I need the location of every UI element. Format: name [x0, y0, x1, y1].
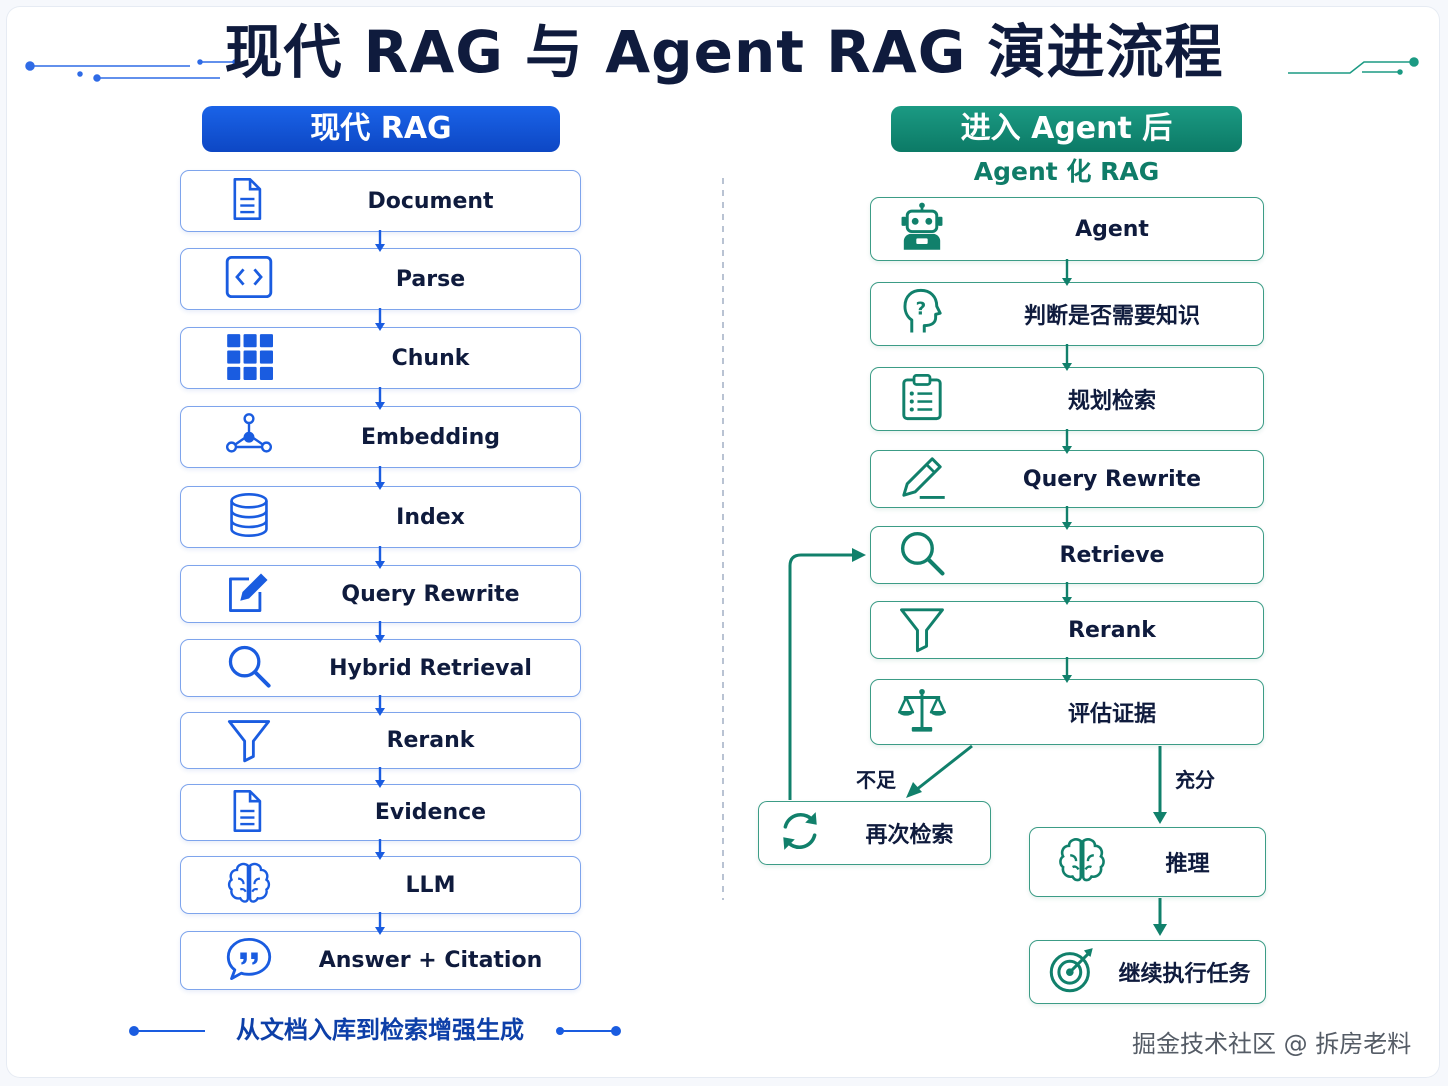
retry-loop-arrow-head	[852, 548, 866, 562]
question-head-icon: ?	[897, 287, 947, 341]
step-label: Retrieve	[1059, 542, 1165, 568]
step-label: Agent	[1075, 216, 1149, 242]
retry-retrieval-node: 再次检索	[758, 801, 991, 865]
left-step-document: Document	[180, 170, 581, 232]
reasoning-node: 推理	[1029, 827, 1266, 897]
left-flow-arrow-head	[375, 927, 385, 935]
brain-icon	[1056, 834, 1108, 890]
left-flow-arrow-head	[375, 635, 385, 643]
step-label: Query Rewrite	[341, 581, 520, 607]
continue-task-node: 继续执行任务	[1029, 940, 1266, 1004]
reason-to-continue-arrow-head	[1153, 924, 1167, 936]
insufficient-branch-arrow-head	[906, 782, 922, 798]
search-icon	[897, 528, 947, 582]
sufficient-branch-arrow-head	[1153, 812, 1167, 824]
left-step-answer-citation: Answer + Citation	[180, 931, 581, 990]
scale-icon	[897, 685, 947, 739]
filter-icon	[225, 715, 273, 767]
step-label: 继续执行任务	[1118, 962, 1251, 987]
step-label: 规划检索	[1067, 389, 1156, 414]
left-step-llm: LLM	[180, 856, 581, 914]
edit-icon	[225, 568, 273, 620]
refresh-icon	[777, 808, 823, 858]
right-flow-arrow-head	[1062, 522, 1072, 530]
target-icon	[1048, 946, 1096, 998]
quote-bubble-icon	[225, 935, 273, 987]
left-step-chunk: Chunk	[180, 327, 581, 389]
grid-icon	[225, 332, 273, 384]
pencil-icon	[897, 452, 947, 506]
step-label: Embedding	[360, 424, 501, 450]
code-icon	[225, 253, 273, 305]
robot-icon	[897, 202, 947, 256]
search-icon	[225, 642, 273, 694]
left-flow-arrow-head	[375, 244, 385, 252]
left-flow-arrow-head	[375, 852, 385, 860]
left-flow-arrow-head	[375, 780, 385, 788]
page-title: 现代 RAG 与 Agent RAG 演进流程	[224, 18, 1224, 86]
step-label: Parse	[395, 266, 466, 292]
left-step-index: Index	[180, 486, 581, 548]
document-icon	[225, 175, 273, 227]
step-label: Hybrid Retrieval	[329, 655, 532, 681]
step-label: Chunk	[391, 345, 470, 371]
right-flow-arrow-head	[1062, 363, 1072, 371]
right-step-1: ? 判断是否需要知识	[870, 282, 1264, 346]
right-flow-arrow-head	[1062, 597, 1072, 605]
step-label: Evidence	[374, 800, 487, 825]
step-label: 判断是否需要知识	[1023, 304, 1200, 329]
left-flow-arrow-head	[375, 402, 385, 410]
step-label: Rerank	[1068, 617, 1156, 643]
svg-text:?: ?	[916, 298, 927, 319]
step-label: 再次检索	[865, 823, 954, 848]
step-label: Query Rewrite	[1022, 466, 1202, 492]
step-label: Rerank	[386, 728, 475, 753]
network-icon	[225, 411, 273, 463]
left-step-hybrid-retrieval: Hybrid Retrieval	[180, 639, 581, 697]
right-step-3: Query Rewrite	[870, 450, 1264, 508]
right-column-header: 进入 Agent 后	[891, 106, 1242, 152]
brain-icon	[225, 859, 273, 911]
left-column-header: 现代 RAG	[202, 106, 560, 152]
database-icon	[225, 491, 273, 543]
retry-loop-arrow	[788, 553, 852, 800]
right-column-subtitle: Agent 化 RAG	[973, 157, 1160, 186]
right-flow-arrow-head	[1062, 278, 1072, 286]
left-step-embedding: Embedding	[180, 406, 581, 468]
step-label: Document	[367, 188, 494, 214]
right-step-4: Retrieve	[870, 526, 1264, 584]
watermark: 掘金技术社区 @ 拆房老料	[1132, 1030, 1412, 1058]
right-flow-arrow-head	[1062, 675, 1072, 683]
insufficient-branch-arrow	[915, 744, 973, 792]
step-label: 推理	[1165, 852, 1210, 877]
branch-label-sufficient: 充分	[1175, 768, 1215, 792]
step-label: 评估证据	[1067, 702, 1156, 727]
left-flow-arrow-head	[375, 482, 385, 490]
left-column-caption: 从文档入库到检索增强生成	[236, 1016, 524, 1044]
step-label: Answer + Citation	[318, 948, 543, 973]
step-label: Index	[396, 504, 465, 530]
document-icon	[225, 787, 273, 839]
right-flow-arrow-head	[1062, 446, 1072, 454]
filter-icon	[897, 603, 947, 657]
branch-label-insufficient: 不足	[856, 768, 896, 792]
left-flow-arrow-head	[375, 561, 385, 569]
left-flow-arrow-head	[375, 323, 385, 331]
left-flow-arrow-head	[375, 708, 385, 716]
step-label: LLM	[405, 872, 456, 898]
clipboard-icon	[897, 372, 947, 426]
